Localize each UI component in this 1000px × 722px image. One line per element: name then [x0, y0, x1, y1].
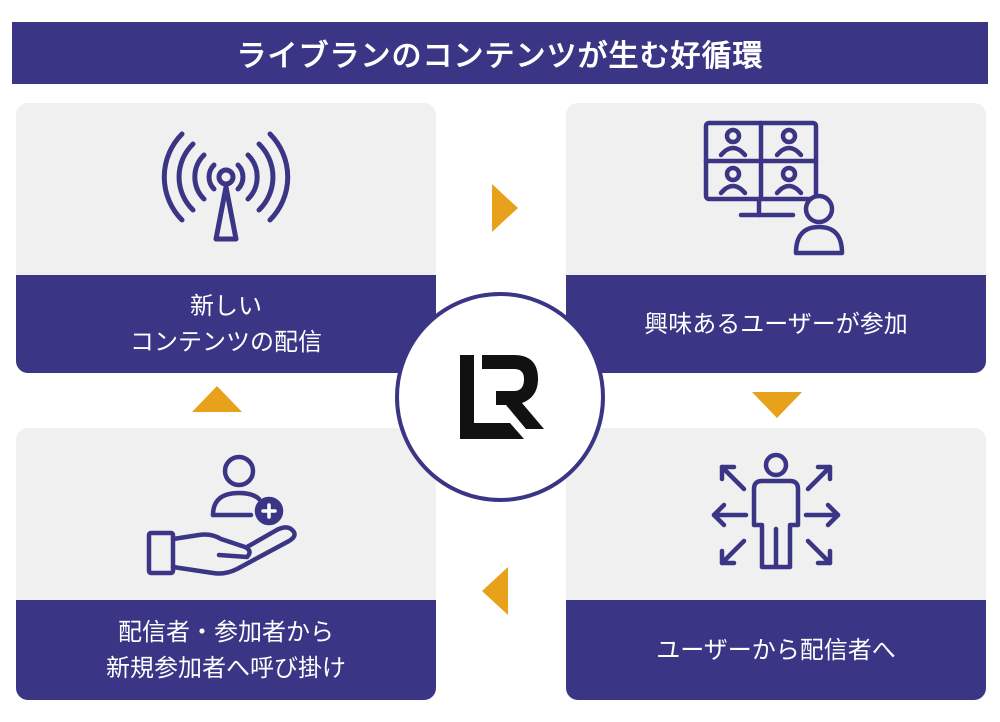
person-expanding-arrows-icon [711, 452, 841, 570]
card-invite-new-participants: 配信者・参加者から 新規参加者へ呼び掛け [16, 428, 436, 700]
center-logo-circle [395, 292, 605, 502]
card-label-line: ユーザーから配信者へ [656, 636, 896, 664]
card-user-to-streamer: ユーザーから配信者へ [566, 428, 986, 700]
arrow-up-icon [192, 386, 242, 412]
diagram-title: ライブランのコンテンツが生む好循環 [236, 39, 764, 74]
card-icon-area [566, 428, 986, 600]
card-label-line: 新しい [190, 292, 262, 320]
card-label-line: 配信者・参加者から [118, 618, 334, 646]
card-icon-area [16, 103, 436, 275]
card-label-line: 興味あるユーザーが参加 [644, 310, 908, 338]
arrow-right-icon [492, 184, 518, 232]
liveran-lr-logo [460, 355, 544, 439]
card-label-line: 新規参加者へ呼び掛け [106, 654, 346, 682]
card-label: 配信者・参加者から 新規参加者へ呼び掛け [16, 600, 436, 700]
card-label: 新しい コンテンツの配信 [16, 275, 436, 373]
video-conference-users-icon [703, 120, 845, 256]
arrow-down-icon [752, 392, 802, 418]
card-label: ユーザーから配信者へ [566, 600, 986, 700]
card-icon-area [566, 103, 986, 275]
hand-add-user-icon [146, 454, 297, 576]
broadcast-antenna-icon [161, 131, 291, 242]
card-icon-area [16, 428, 436, 600]
card-interested-users: 興味あるユーザーが参加 [566, 103, 986, 373]
arrow-left-icon [482, 567, 508, 615]
card-new-content: 新しい コンテンツの配信 [16, 103, 436, 373]
card-label-line: コンテンツの配信 [130, 328, 322, 356]
title-bar: ライブランのコンテンツが生む好循環 [12, 22, 988, 84]
card-label: 興味あるユーザーが参加 [566, 275, 986, 373]
